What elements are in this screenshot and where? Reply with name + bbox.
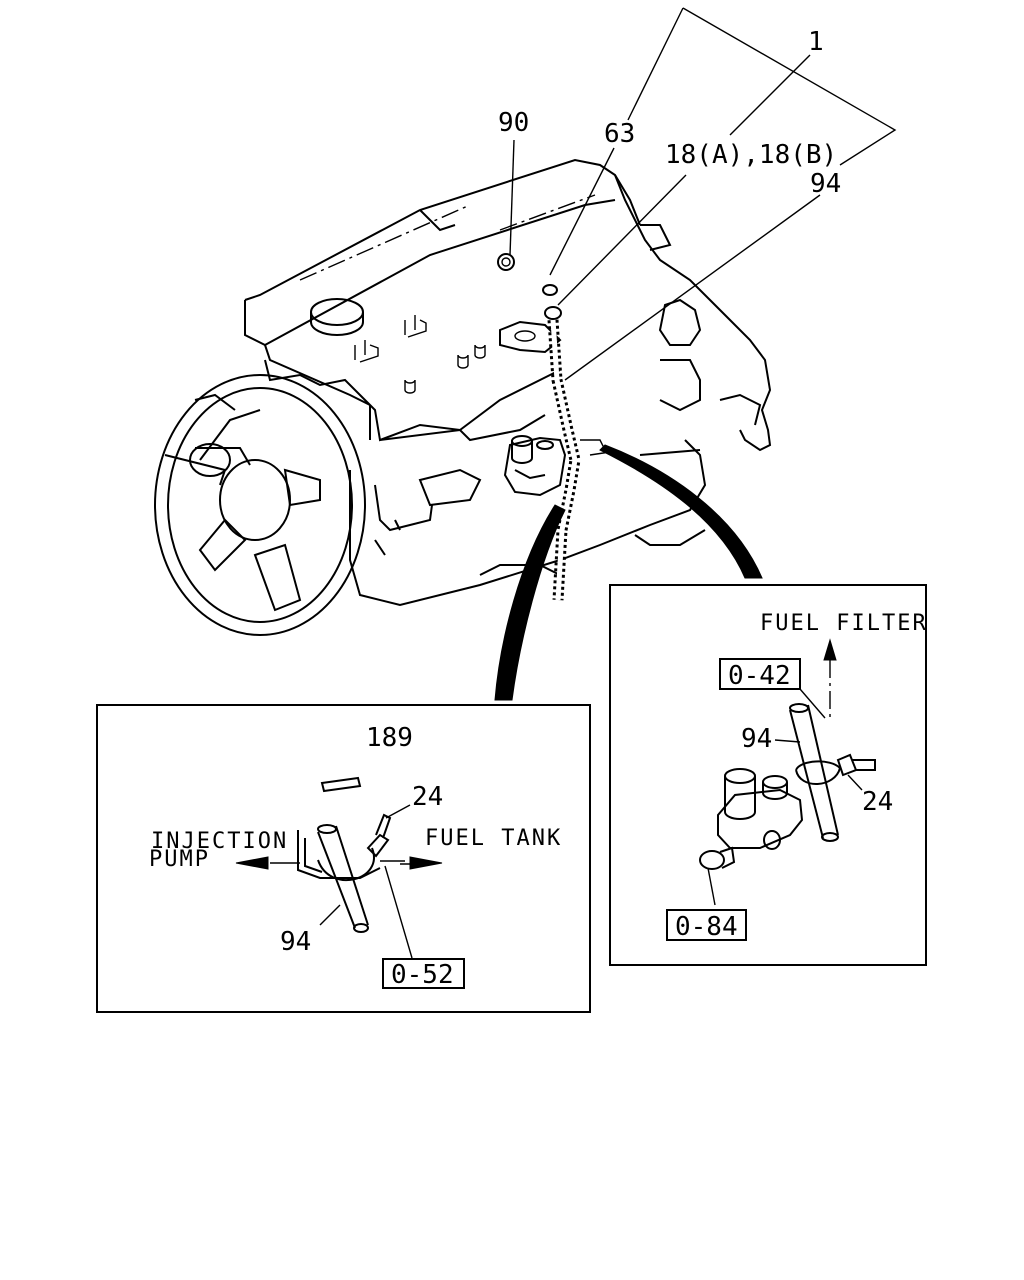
callout-leaders	[494, 7, 897, 701]
callout-part-24-left: 24	[412, 782, 443, 812]
callout-part-90: 90	[498, 108, 529, 138]
label-injection-pump-1: INJECTION	[151, 829, 288, 854]
callout-part-1: 1	[808, 27, 824, 57]
detail-box-left: 189 24 94 INJECTION PUMP FUEL TANK 0-52	[96, 704, 591, 1013]
engine-block	[154, 158, 772, 636]
ref-084: 0-84	[675, 912, 738, 942]
detail-box-right: FUEL FILTER 0-42 24 94 0-84	[609, 584, 928, 966]
label-fuel-filter: FUEL FILTER	[760, 611, 928, 636]
label-injection-pump-2: PUMP	[149, 847, 210, 872]
callout-part-189: 189	[366, 723, 413, 753]
ref-box-084	[666, 909, 747, 941]
callout-part-18: 18(A),18(B)	[665, 140, 837, 170]
ref-box-052	[382, 958, 465, 989]
callout-part-94-right: 94	[741, 724, 772, 754]
ref-box-042	[719, 658, 801, 690]
callout-part-94-left: 94	[280, 927, 311, 957]
callout-part-94-main: 94	[810, 169, 841, 199]
ref-042: 0-42	[728, 661, 791, 691]
hose-assembly	[497, 253, 651, 601]
label-fuel-tank: FUEL TANK	[425, 826, 562, 851]
ref-052: 0-52	[391, 960, 454, 990]
callout-part-63: 63	[604, 119, 635, 149]
callout-part-24-right: 24	[862, 787, 893, 817]
